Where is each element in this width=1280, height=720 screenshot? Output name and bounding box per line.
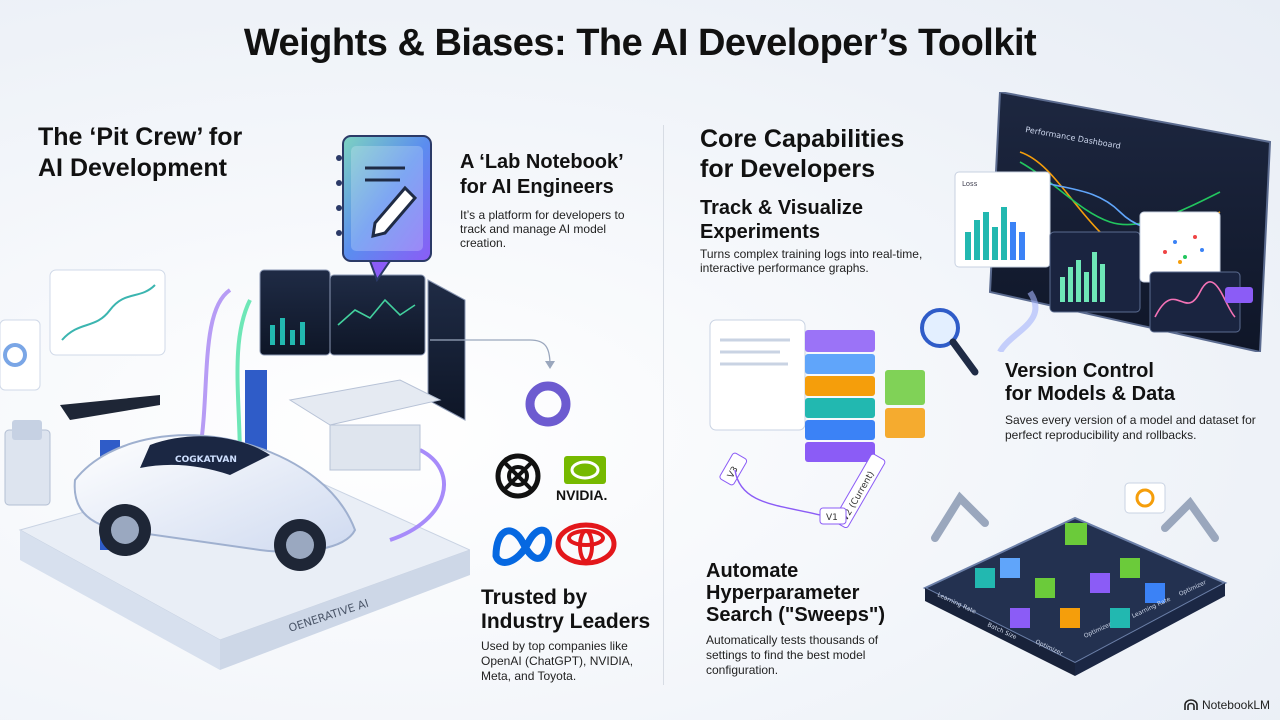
notebooklm-badge: NotebookLM: [1184, 698, 1270, 712]
track-body: Turns complex training logs into real-ti…: [700, 247, 923, 275]
sweeps-heading-line2: Hyperparameter: [706, 582, 860, 604]
lab-heading-line2: for AI Engineers: [460, 176, 614, 198]
pit-crew-heading-line2: AI Development: [38, 154, 227, 182]
pit-crew-heading-line1: The ‘Pit Crew’ for: [38, 123, 243, 151]
notebooklm-label: NotebookLM: [1201, 698, 1270, 712]
sweeps-heading-line1: Automate: [706, 560, 799, 582]
lab-heading-line1: A ‘Lab Notebook’: [460, 151, 624, 173]
version-tag-v1: V1: [826, 513, 838, 523]
pit-crew-illustration: COGKATVAN OENERATIVE AI: [0, 269, 470, 670]
version-heading-line2: for Models & Data: [1005, 383, 1176, 405]
trusted-heading-line1: Trusted by: [481, 586, 588, 609]
panel-label-loss: Loss: [962, 180, 978, 188]
core-heading-line1: Core Capabilities: [700, 125, 905, 153]
version-control-body: Saves every version of a model and datas…: [1005, 413, 1256, 442]
notebooklm-icon: [1184, 699, 1198, 710]
nvidia-wordmark: NVIDIA.: [556, 487, 607, 503]
track-heading-line1: Track & Visualize: [700, 197, 864, 219]
track-heading-line2: Experiments: [700, 221, 821, 243]
connector-arrow: [430, 339, 555, 369]
sweeps-illustration: Learning Rate Batch Size Optimizer Optim…: [922, 482, 1228, 676]
track-heading: Track & Visualize Experiments: [700, 196, 863, 244]
company-logos: NVIDIA.: [492, 381, 617, 566]
sweeps-body: Automatically tests thousands of setting…: [706, 633, 879, 677]
openai-logo: [495, 453, 541, 499]
trusted-heading: Trusted by Industry Leaders: [481, 586, 650, 634]
version-control-illustration: V3 V2 (Current) V1: [709, 308, 979, 529]
column-divider: [663, 125, 664, 685]
dashboard-illustration: Performance Dashboard Loss: [954, 92, 1272, 352]
toyota-logo: [555, 522, 617, 566]
core-capabilities-heading: Core Capabilities for Developers: [700, 124, 904, 184]
nvidia-logo: NVIDIA.: [556, 456, 607, 503]
car-label: COGKATVAN: [175, 455, 237, 465]
lab-notebook-body: It’s a platform for developers to track …: [460, 208, 625, 250]
pit-crew-heading: The ‘Pit Crew’ for AI Development: [38, 122, 242, 184]
notebook-pencil-icon: [336, 135, 432, 283]
sweeps-heading: Automate Hyperparameter Search ("Sweeps"…: [706, 560, 885, 626]
page-title: Weights & Biases: The AI Developer’s Too…: [243, 22, 1037, 64]
purple-ring-logo: [525, 381, 571, 427]
version-control-heading: Version Control for Models & Data: [1005, 360, 1175, 406]
trusted-heading-line2: Industry Leaders: [481, 610, 651, 633]
meta-logo: [492, 526, 553, 566]
version-heading-line1: Version Control: [1005, 360, 1154, 382]
sweeps-heading-line3: Search ("Sweeps"): [706, 604, 886, 626]
lab-notebook-heading: A ‘Lab Notebook’ for AI Engineers: [460, 150, 624, 200]
trusted-body: Used by top companies like OpenAI (ChatG…: [481, 639, 634, 683]
core-heading-line2: for Developers: [700, 155, 876, 183]
